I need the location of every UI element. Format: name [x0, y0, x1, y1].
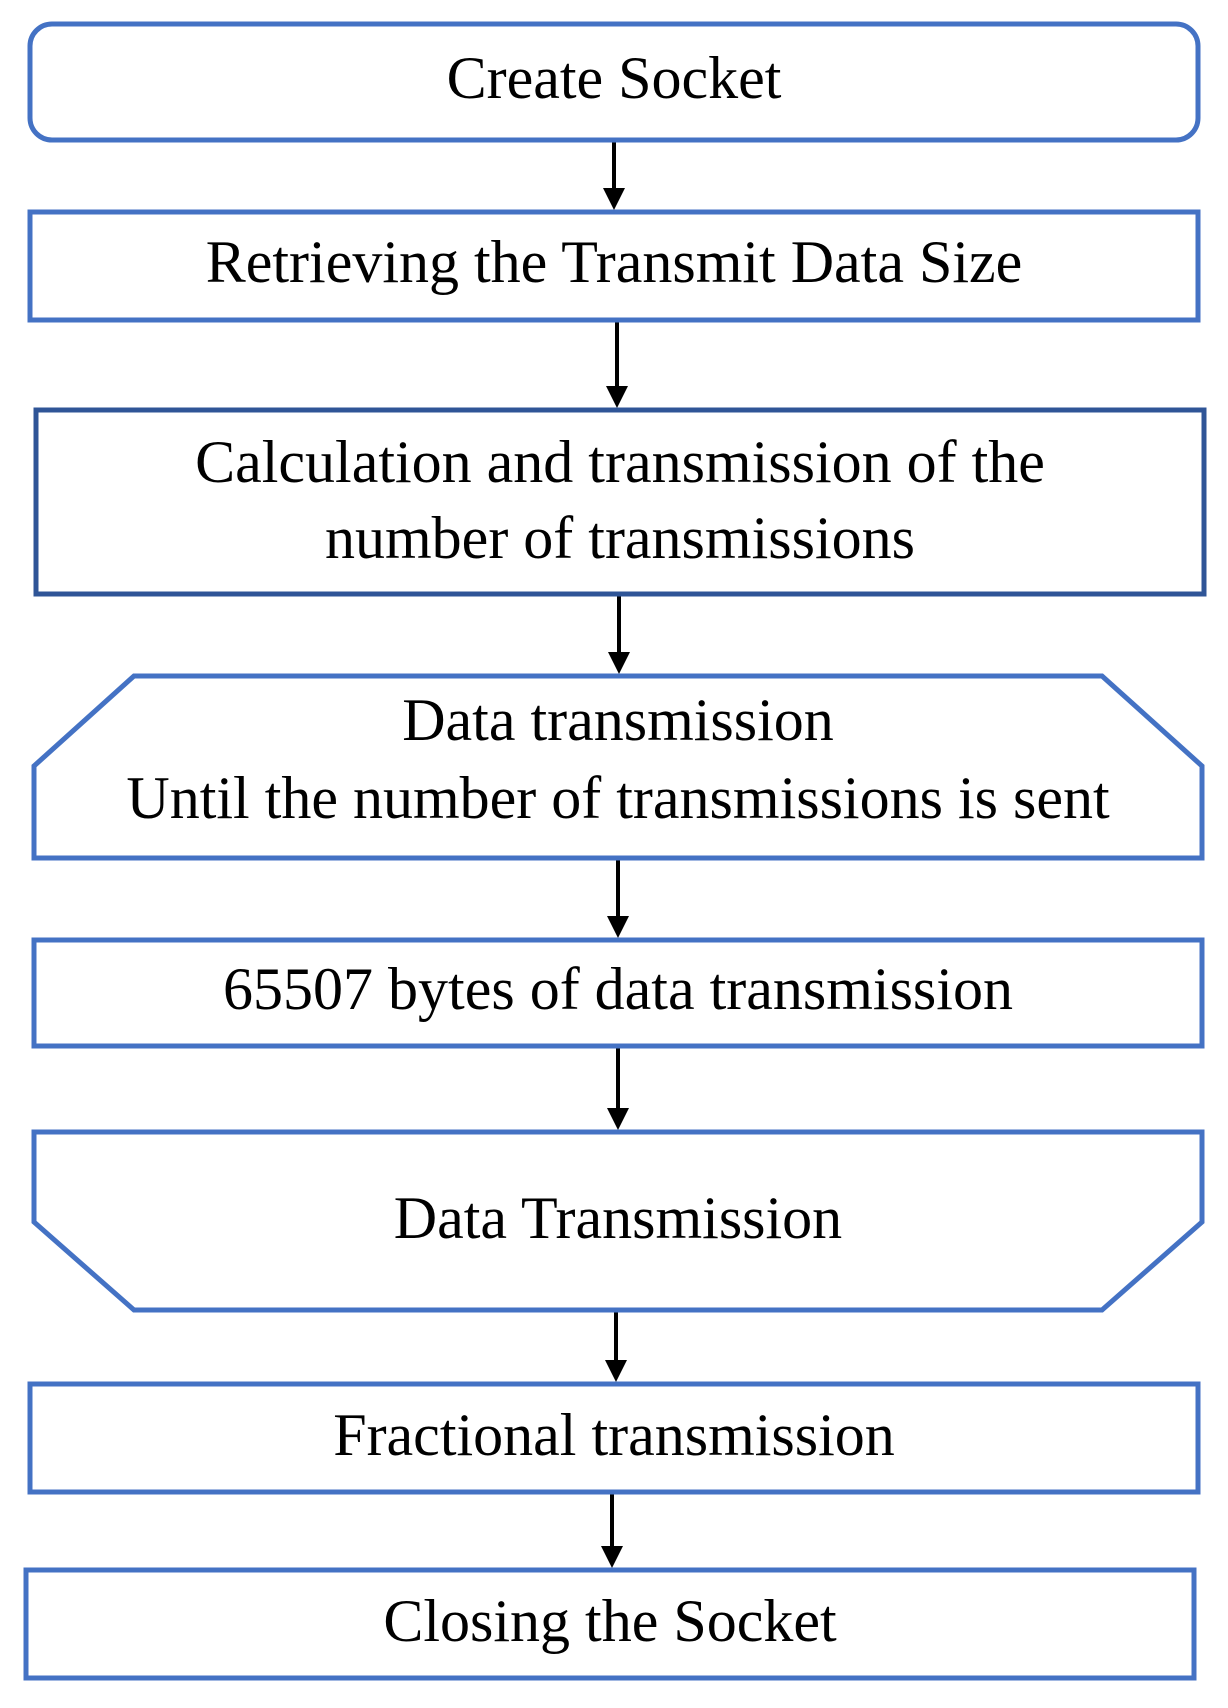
node-shape-create-socket: [27, 21, 1201, 143]
arrow-head: [606, 386, 628, 408]
arrow-send-65507-to-loop-end: [607, 1048, 629, 1130]
node-label-loop-start-0: Data transmission: [402, 687, 834, 753]
node-shape-retrieve-size: [27, 209, 1201, 323]
edges-layer: [601, 142, 630, 1568]
arrow-head: [605, 1360, 627, 1382]
node-label-create-socket-0: Create Socket: [447, 45, 782, 111]
arrow-head: [603, 188, 625, 210]
node-shape-calc-transmissions: [33, 407, 1207, 597]
node-label-close-socket-0: Closing the Socket: [383, 1588, 837, 1654]
node-create-socket: Create Socket: [27, 21, 1201, 143]
node-loop-end: Data Transmission: [31, 1129, 1205, 1313]
node-label-retrieve-size-0: Retrieving the Transmit Data Size: [206, 229, 1023, 295]
arrow-fractional-to-close-socket: [601, 1494, 623, 1568]
node-shape-loop-end: [31, 1129, 1205, 1313]
node-send-65507: 65507 bytes of data transmission: [31, 937, 1205, 1049]
node-label-send-65507-0: 65507 bytes of data transmission: [223, 956, 1013, 1022]
node-shape-close-socket: [23, 1567, 1197, 1681]
arrow-head: [607, 916, 629, 938]
node-shape-loop-start: [31, 673, 1205, 861]
arrow-loop-start-to-send-65507: [607, 860, 629, 938]
node-fractional: Fractional transmission: [27, 1381, 1201, 1495]
arrow-head: [607, 1108, 629, 1130]
node-label-loop-start-1: Until the number of transmissions is sen…: [126, 765, 1110, 831]
arrow-retrieve-size-to-calc-transmissions: [606, 322, 628, 408]
node-shape-fractional: [27, 1381, 1201, 1495]
arrow-head: [601, 1546, 623, 1568]
node-label-calc-transmissions-1: number of transmissions: [325, 505, 915, 571]
arrow-calc-transmissions-to-loop-start: [608, 596, 630, 674]
node-label-loop-end-0: Data Transmission: [394, 1185, 842, 1251]
arrow-head: [608, 652, 630, 674]
arrow-loop-end-to-fractional: [605, 1312, 627, 1382]
node-retrieve-size: Retrieving the Transmit Data Size: [27, 209, 1201, 323]
node-calc-transmissions: Calculation and transmission of the numbe…: [33, 407, 1207, 597]
node-label-fractional-0: Fractional transmission: [333, 1402, 895, 1468]
node-close-socket: Closing the Socket: [23, 1567, 1197, 1681]
node-shape-send-65507: [31, 937, 1205, 1049]
arrow-create-socket-to-retrieve-size: [603, 142, 625, 210]
node-label-calc-transmissions-0: Calculation and transmission of the: [195, 429, 1045, 495]
